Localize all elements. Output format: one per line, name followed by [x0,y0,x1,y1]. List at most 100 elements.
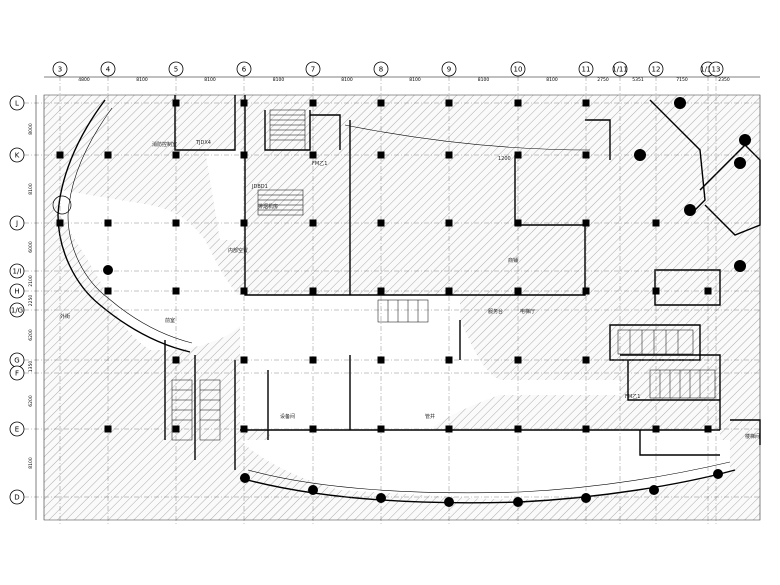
grid-col-label: 10 [514,66,523,74]
structural-column [704,425,712,433]
grid-bubble-col: 1/11 [612,61,628,77]
room-label: 商铺 [508,257,518,264]
room-label: 排烟机房 [258,203,278,210]
grid-bubble-row: F [9,365,25,381]
room-label: 前室 [165,317,175,324]
structural-column [445,287,453,295]
grid-col-label: 9 [447,66,451,74]
circulation-corridors [60,150,730,500]
room-label: TJDX4 [195,140,211,146]
structural-column [377,287,385,295]
grid-col-dimension: 8100 [478,77,490,83]
grid-bubble-col: 10 [510,61,526,77]
grid-row-dimension: 8100 [28,183,34,195]
grid-bubble-row: H [9,283,25,299]
structural-column [377,219,385,227]
grid-col-dimension: 7150 [676,77,688,83]
grid-bubble-col: 3 [52,61,68,77]
structural-column [445,356,453,364]
grid-lines [24,76,760,525]
structural-column [240,356,248,364]
grid-row-label: F [15,370,19,378]
structural-column [582,219,590,227]
grid-bubble-row: J [9,215,25,231]
grid-row-dimension: 6200 [28,329,34,341]
structural-column [652,425,660,433]
grid-col-dimension: 8100 [273,77,285,83]
grid-bubble-col: 8 [373,61,389,77]
grid-bubble-row: E [9,421,25,437]
room-label: 消防控制室 [152,141,177,148]
structural-column [445,151,453,159]
structural-column [240,425,248,433]
atrium-curve [344,124,591,151]
west-entrance-marker [52,195,72,215]
structural-column [582,425,590,433]
grid-col-label: 5 [174,66,178,74]
grid-bubble-row: 1/G [9,302,25,318]
grid-bubble-col: 7 [305,61,321,77]
grid-row-dimension: 1350 [28,361,34,373]
grid-bubble-col: 11 [578,61,594,77]
structural-column [582,151,590,159]
grid-row-label: E [15,426,19,434]
structural-columns [56,99,712,433]
grid-bubble-col: 12 [648,61,664,77]
grid-bubble-row: G [9,352,25,368]
grid-col-dimension: 8100 [341,77,353,83]
structural-column [240,219,248,227]
structural-column [56,151,64,159]
structural-column [445,425,453,433]
grid-bubble-col: 5 [168,61,184,77]
room-label: FM乙1 [312,160,327,167]
grid-col-label: 6 [242,66,247,74]
structural-column [377,99,385,107]
grid-row-dimension: 2100 [28,275,34,287]
grid-col-label: 1/12 [700,66,716,74]
room-label: 管井 [425,413,435,420]
structural-column [514,287,522,295]
grid-bubble-col: 13 [708,61,724,77]
grid-col-label: 4 [106,66,111,74]
grid-row-label: J [15,220,18,228]
structural-column [704,287,712,295]
grid-col-label: 3 [58,66,62,74]
room-label: 服务台 [488,308,503,315]
structural-column [309,425,317,433]
structural-column [514,425,522,433]
grid-row-dimension: 6200 [28,395,34,407]
room-label: 外街 [60,313,70,320]
grid-col-dimension: 5351 [632,77,644,83]
structural-column [514,151,522,159]
structural-column [56,219,64,227]
room-labels: 消防控制室 TJDX4 JDBD1 排烟机房 内部空置 商铺 服务台 电梯厅 前… [60,140,760,440]
grid-col-dimension: 2750 [597,77,609,83]
grid-bubble-row: L [9,95,25,111]
grid-col-dimension: 8100 [204,77,216,83]
west-facade-inner [67,107,193,344]
structural-column [172,356,180,364]
grid-col-dimension: 8100 [546,77,558,83]
grid-row-label: G [14,357,19,365]
structural-column [104,151,112,159]
west-facade-curve [57,99,191,353]
structural-column [514,356,522,364]
structural-column [582,99,590,107]
grid-row-label: D [14,494,19,502]
structural-column [240,99,248,107]
structural-column [172,151,180,159]
structural-column [172,219,180,227]
structural-column [652,219,660,227]
structural-column [514,219,522,227]
structural-column [172,425,180,433]
structural-column [377,151,385,159]
room-label: 设备间 [280,413,295,420]
structural-column [582,356,590,364]
grid-col-dimension: 4800 [78,77,90,83]
structural-column [652,287,660,295]
stairs [171,109,716,441]
